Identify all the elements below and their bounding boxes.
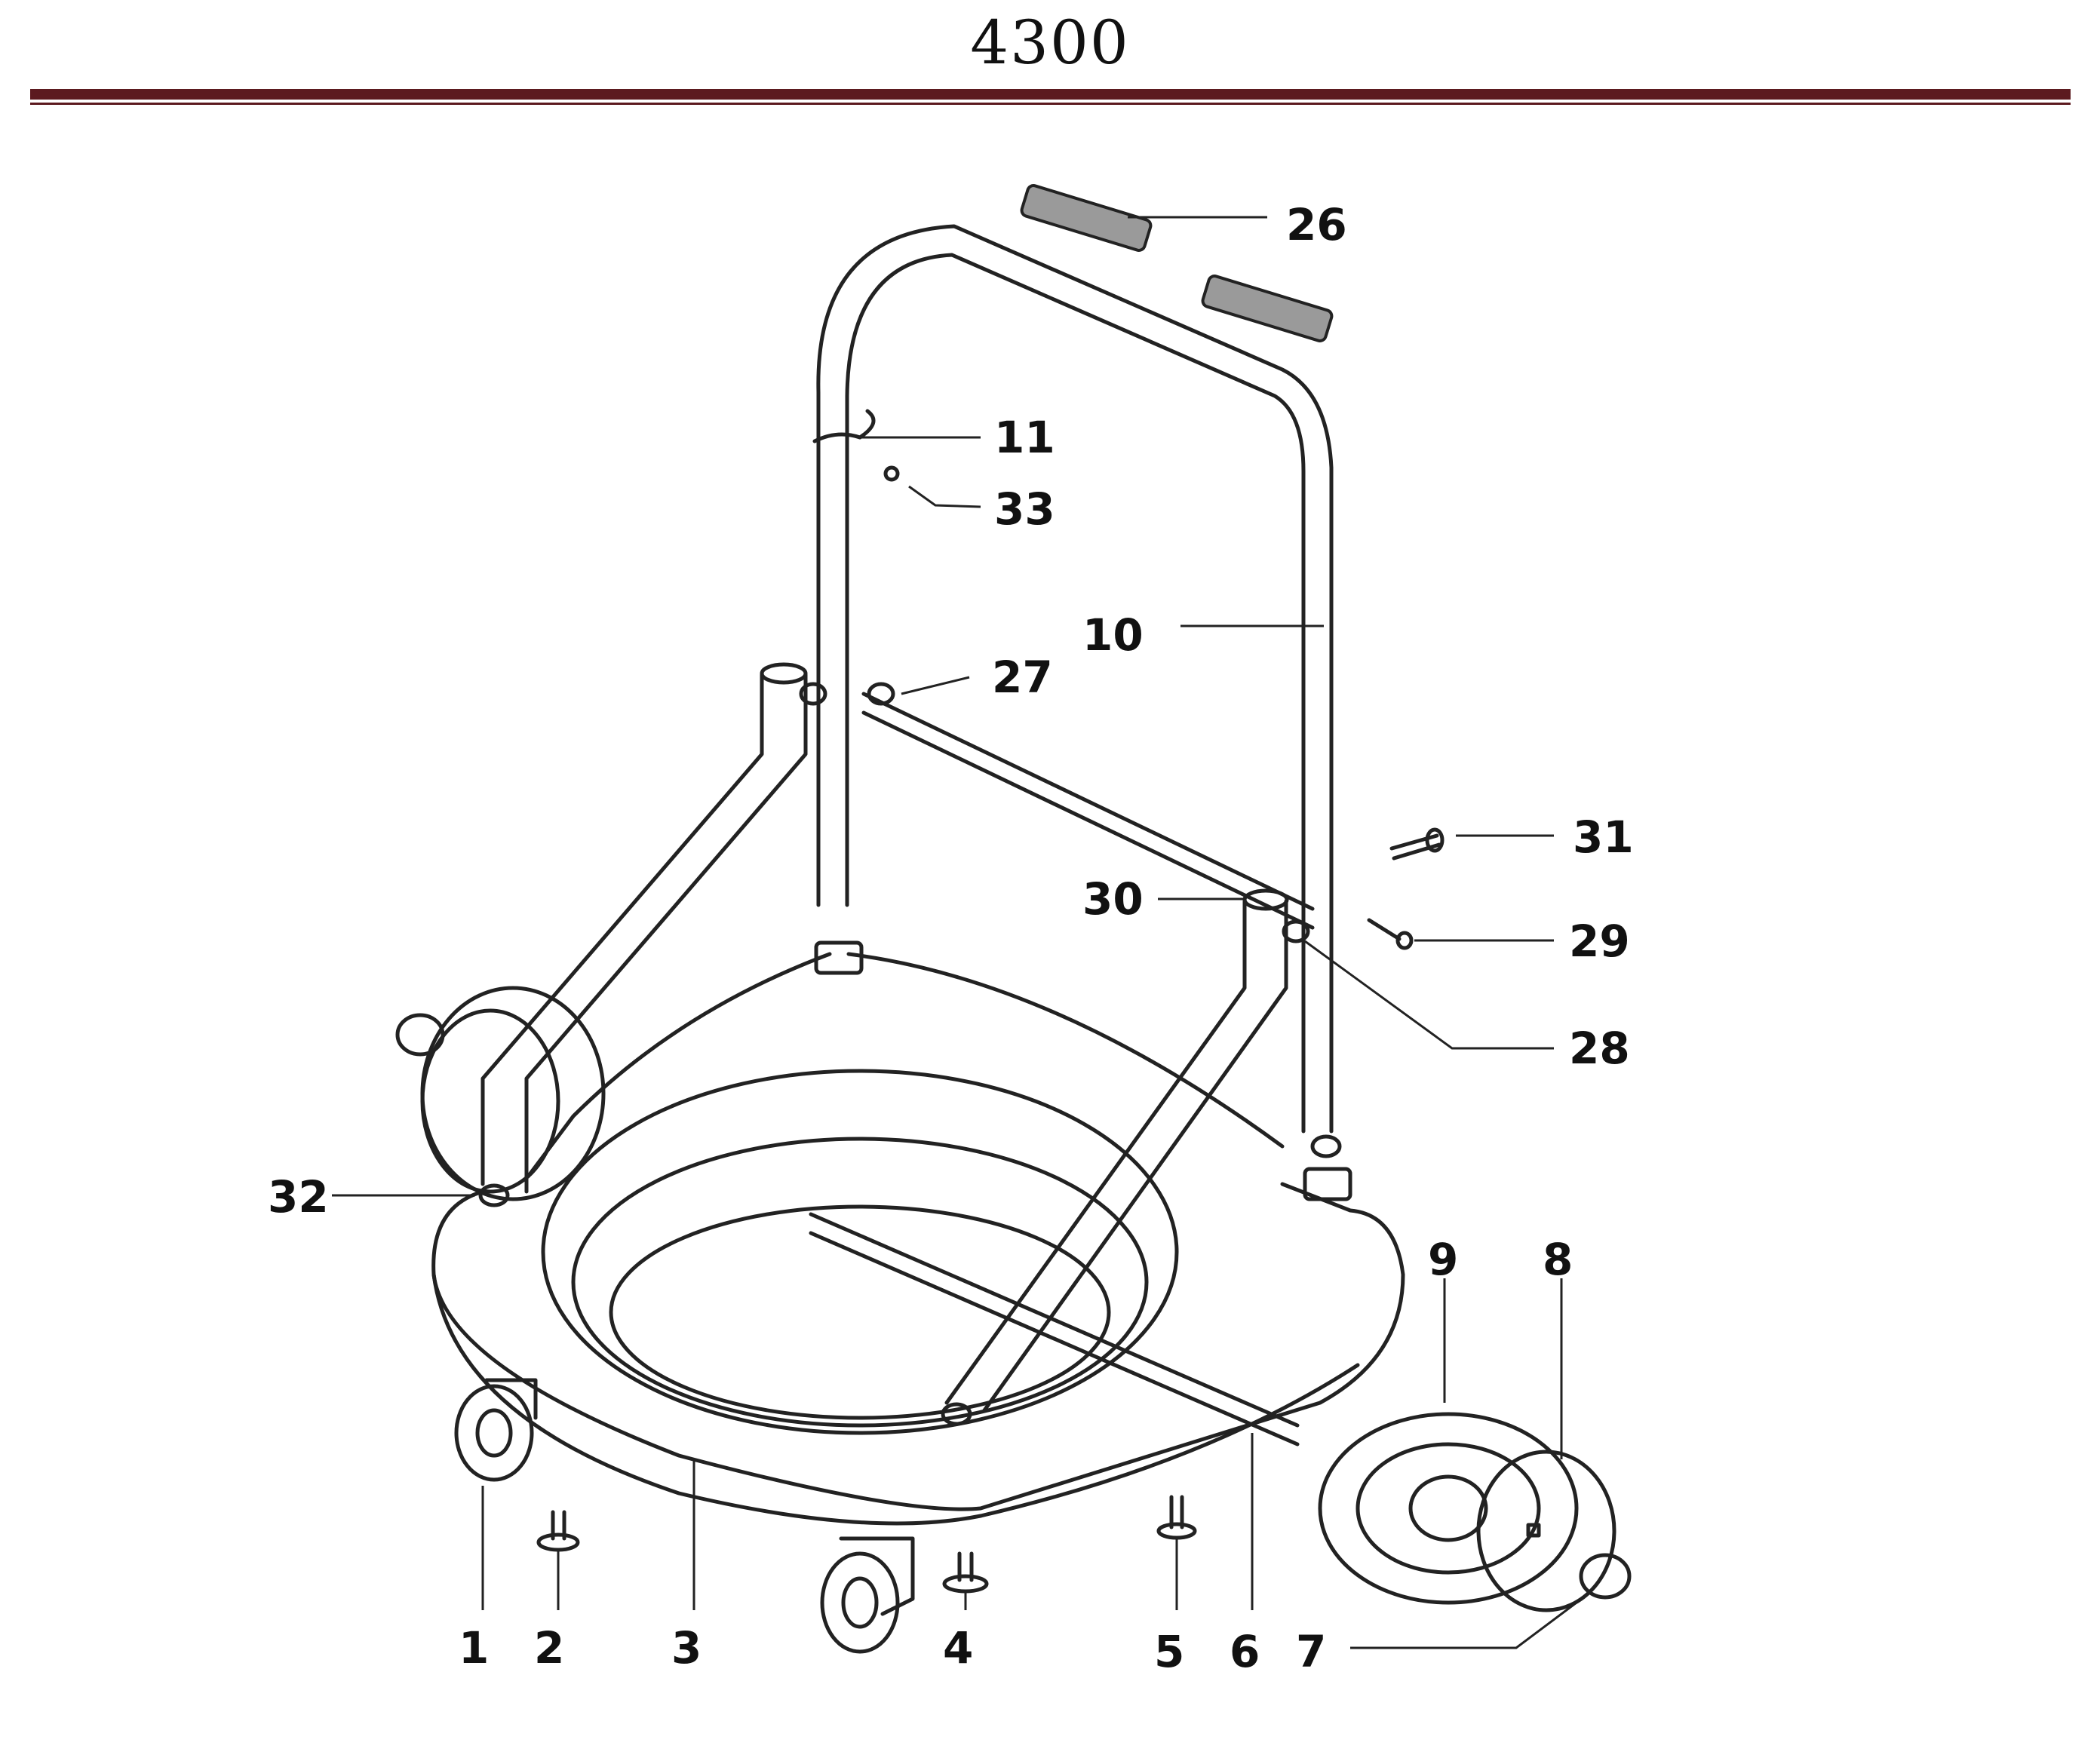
right-frame-tube xyxy=(944,888,1289,1413)
callout-4: 4 xyxy=(943,1622,973,1674)
page-title: 4300 xyxy=(970,8,1130,78)
front-left-caster xyxy=(454,1378,538,1482)
bolt-2 xyxy=(536,1510,580,1552)
callout-8: 8 xyxy=(1543,1234,1573,1285)
callout-2: 2 xyxy=(534,1622,564,1674)
callout-1: 1 xyxy=(459,1622,489,1674)
header-rule xyxy=(30,89,2071,100)
drum-well xyxy=(541,1069,1179,1435)
handle-bar xyxy=(816,224,1334,1134)
left-wheel xyxy=(395,986,606,1201)
front-right-caster xyxy=(820,1536,915,1654)
leg-socket-left xyxy=(814,940,864,975)
callout-labels: 26 11 33 10 27 31 30 29 28 32 9 8 1 2 3 … xyxy=(268,199,1634,1677)
plug-27 xyxy=(867,682,895,706)
plug-left-top xyxy=(799,682,827,706)
clamp xyxy=(812,409,876,443)
callout-30: 30 xyxy=(1082,873,1144,925)
callout-11: 11 xyxy=(994,412,1055,463)
header-rule-thin xyxy=(30,103,2071,105)
callout-7: 7 xyxy=(1296,1626,1326,1677)
bolt-31 xyxy=(1389,827,1445,861)
leg-socket-right xyxy=(1303,1167,1352,1201)
left-frame-tube xyxy=(480,662,808,1194)
callout-3: 3 xyxy=(671,1622,702,1674)
callout-28: 28 xyxy=(1569,1023,1630,1074)
callout-31: 31 xyxy=(1573,811,1634,863)
callout-29: 29 xyxy=(1569,916,1630,967)
callout-32: 32 xyxy=(268,1171,329,1223)
callout-6: 6 xyxy=(1230,1626,1260,1677)
callout-33: 33 xyxy=(994,483,1055,535)
retaining-ring xyxy=(1579,1553,1632,1600)
plug-28 xyxy=(1282,919,1310,943)
leader-lines xyxy=(332,216,1592,1649)
callout-5: 5 xyxy=(1154,1626,1184,1677)
foot-cap-front xyxy=(941,1402,972,1426)
foot-cap-32 xyxy=(478,1183,510,1207)
base-platform xyxy=(431,952,1405,1526)
axle xyxy=(809,1212,1300,1447)
right-wheel xyxy=(1318,1412,1579,1605)
callout-10: 10 xyxy=(1082,609,1144,661)
callout-26: 26 xyxy=(1286,199,1347,250)
foot-cap-right xyxy=(1310,1134,1342,1158)
bolt-5 xyxy=(1156,1495,1197,1540)
handle-grip-right xyxy=(1201,275,1334,342)
bolt-4 xyxy=(942,1551,989,1594)
cross-bar xyxy=(861,692,1315,930)
hub-cap xyxy=(1476,1450,1616,1612)
bolt-29 xyxy=(1367,918,1414,950)
screw-33 xyxy=(883,465,900,482)
callout-9: 9 xyxy=(1428,1234,1458,1285)
handle-grip-left xyxy=(1020,184,1153,252)
handle-grips xyxy=(1020,184,1334,342)
callout-27: 27 xyxy=(992,652,1053,703)
